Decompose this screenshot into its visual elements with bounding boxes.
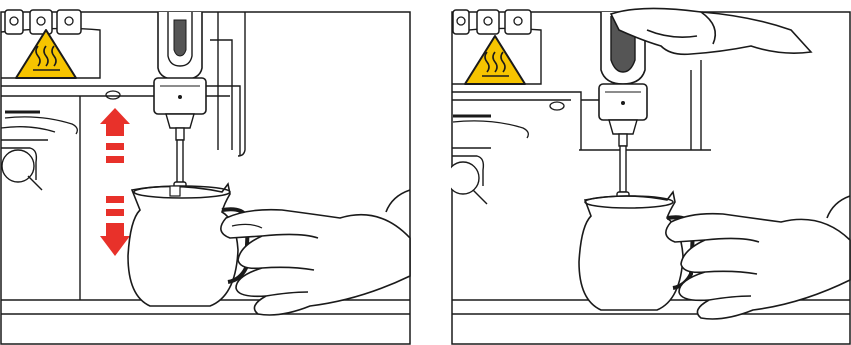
illustration-panel-right: [451, 0, 851, 345]
steam-valve-knob: [154, 12, 206, 128]
control-buttons: [453, 10, 531, 34]
hand: [221, 190, 410, 315]
brand-logo: [1, 112, 77, 134]
control-buttons: [5, 10, 81, 34]
up-down-movement-arrows: [100, 108, 130, 256]
left-illustration: [0, 0, 411, 345]
hot-surface-warning-icon: [465, 36, 525, 84]
portafilter: [1, 148, 42, 190]
indicator-light: [550, 102, 564, 110]
right-illustration: [451, 0, 851, 345]
indicator-light: [106, 91, 120, 99]
brand-logo: [453, 116, 528, 138]
milk-jug: [128, 184, 248, 306]
portafilter: [451, 156, 487, 204]
hot-surface-warning-icon: [16, 30, 76, 78]
milk-jug: [579, 192, 693, 310]
illustration-panel-left: [0, 0, 411, 345]
steam-wand: [617, 134, 629, 206]
